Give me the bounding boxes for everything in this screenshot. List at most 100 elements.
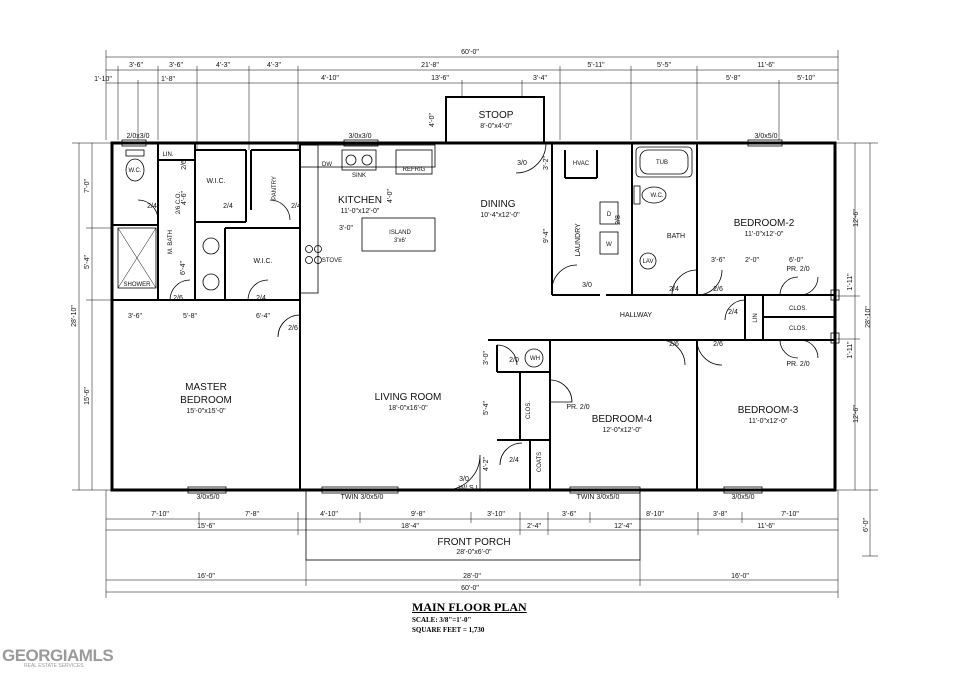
dim-bot2-2: 2'-4": [527, 523, 541, 530]
interior-walls: [112, 143, 835, 490]
coats-label: COATS: [537, 452, 543, 472]
dim-bot1-5: 3'-6": [562, 511, 576, 518]
front-porch-outline: [305, 489, 641, 561]
room-living-name: LIVING ROOM: [375, 392, 442, 403]
plan-scale: SCALE: 3/8"=1'-0": [412, 616, 472, 624]
door-bed3: 2/6: [713, 341, 723, 348]
dim-bot1-1: 7'-8": [245, 511, 259, 518]
dim-left-total: 28'-10": [71, 305, 78, 327]
door-wic1: 2/4: [223, 203, 233, 210]
exterior-walls: [110, 141, 837, 492]
dim-bot3-2: 16'-0": [731, 573, 749, 580]
wc1-label: W.C.: [129, 168, 142, 174]
window-label-kitchen: 3/0x3/0: [349, 133, 372, 140]
logo-name: GEORGIAMLS: [2, 646, 114, 665]
dim-top-r2-6: 5'-5": [657, 62, 671, 69]
dim-inner-9: 2'-0": [745, 257, 759, 264]
room-living-size: 18'-0"x16'-0": [388, 405, 428, 412]
logo-tagline: REAL ESTATE SERVICES: [24, 663, 84, 669]
dim-inner-10: 6'-0": [789, 257, 803, 264]
door-coats: 2/4: [509, 457, 519, 464]
window-label-living: TWIN 3/0x5/0: [341, 494, 384, 501]
dim-top-r2-5: 5'-11": [587, 62, 605, 69]
wc2-label: W.C.: [651, 193, 664, 199]
hvac-label: HVAC: [573, 161, 590, 167]
room-bedroom4-name: BEDROOM-4: [592, 414, 653, 425]
dim-left-0: 7'-0": [84, 179, 91, 193]
dim-top-r3-4: 3'-4": [533, 75, 547, 82]
pantry-label: PANTRY: [272, 176, 278, 200]
dim-bot1-7: 3'-8": [713, 511, 727, 518]
title-block: MAIN FLOOR PLAN SCALE: 3/8"=1'-0" SQUARE…: [412, 600, 527, 635]
dim-bottom-total: 60'-0": [461, 585, 479, 592]
dim-inner-8: 3'-6": [711, 257, 725, 264]
room-dining-name: DINING: [481, 199, 516, 210]
room-bedroom3-size: 11'-0"x12'-0": [749, 418, 788, 425]
door-26: 2/6: [181, 160, 188, 170]
door-master: 2/6: [288, 325, 298, 332]
door-pr-bed3: PR. 2/0: [786, 361, 809, 368]
lin1-label: LIN.: [162, 152, 173, 158]
room-master-name1: MASTER: [185, 382, 227, 393]
room-master-name2: BEDROOM: [180, 395, 232, 406]
clos2-label: CLOS.: [789, 326, 807, 332]
dim-right-0: 12'-6": [853, 209, 860, 227]
dim-top-r3-1: 1'-8": [161, 76, 175, 83]
dim-stoop-depth: 4'-0": [429, 113, 436, 127]
window-label-bed2: 3/0x5/0: [755, 133, 778, 140]
room-dining-size: 10'-4"x12'-0": [480, 212, 520, 219]
room-bedroom3-name: BEDROOM-3: [738, 405, 799, 416]
dim-inner-4: 6'-4": [180, 261, 187, 275]
room-porch-name: FRONT PORCH: [437, 537, 510, 548]
dim-top-total: 60'-0": [461, 49, 479, 56]
dim-inner-1: 5'-8": [183, 313, 197, 320]
dim-top-r2-0: 3'-6": [129, 62, 143, 69]
door-pr-bed2: PR. 2/0: [786, 266, 809, 273]
dim-inner-14: 4'-2": [483, 457, 490, 471]
stoop-outline: [445, 96, 545, 143]
dim-top-r3-6: 5'-10": [797, 75, 815, 82]
tub-label: TUB: [656, 160, 668, 166]
door-pantry: 2/4: [291, 203, 301, 210]
dim-porch-depth: 6'-0": [863, 518, 870, 532]
dim-right-1: 1'-11": [847, 273, 854, 291]
dim-inner-6: 3'-2": [543, 156, 550, 170]
dim-inner-3: 3'-0": [339, 225, 353, 232]
co-label: 2/6 C.O.: [176, 191, 182, 214]
room-stoop-name: STOOP: [479, 110, 514, 121]
window-label-master: 3/0x5/0: [197, 494, 220, 501]
room-master-size: 15'-0"x15'-0": [186, 408, 226, 415]
bath-label: BATH: [667, 233, 685, 240]
dim-bot2-0: 15'-6": [197, 523, 215, 530]
door-bath: 2/4: [669, 286, 679, 293]
room-kitchen-size: 11'-0"x12'-0": [341, 208, 380, 215]
windows: [121, 139, 840, 494]
fixtures: [117, 146, 693, 368]
lin2-label: LIN: [753, 313, 759, 322]
dim-top-r2-1: 3'-6": [169, 62, 183, 69]
window-label-bed3: 3/0x5/0: [732, 494, 755, 501]
georgiamls-logo: GEORGIAMLS REAL ESTATE SERVICES: [2, 646, 114, 676]
dim-inner-2: 6'-4": [256, 313, 270, 320]
wh-label: WH: [530, 356, 540, 362]
dimension-lines: [72, 50, 878, 598]
dryer-label: D: [607, 212, 612, 218]
door-swings: [137, 142, 819, 491]
dim-top-r2-4: 21'-8": [421, 62, 439, 69]
stove-label: STOVE: [322, 258, 342, 264]
window-label-bed4: TWIN 3/0x5/0: [577, 494, 620, 501]
dim-right-total: 28'-10": [865, 306, 872, 328]
door-bed2: 2/6: [713, 286, 723, 293]
plan-title: MAIN FLOOR PLAN: [412, 600, 527, 614]
sink-label: SINK: [352, 173, 366, 179]
dim-bot3-0: 16'-0": [197, 573, 215, 580]
dim-bot2-1: 18'-4": [401, 523, 419, 530]
dim-bot2-4: 11'-6": [757, 523, 775, 530]
dw-label: DW: [322, 162, 332, 168]
door-wic2: 2/4: [256, 295, 266, 302]
dim-inner-12: 3'-0": [483, 351, 490, 365]
door-wh: 2/0: [509, 357, 519, 364]
room-bedroom2-size: 11'-0"x12'-0": [745, 231, 784, 238]
dim-bot2-3: 12'-4": [614, 523, 632, 530]
